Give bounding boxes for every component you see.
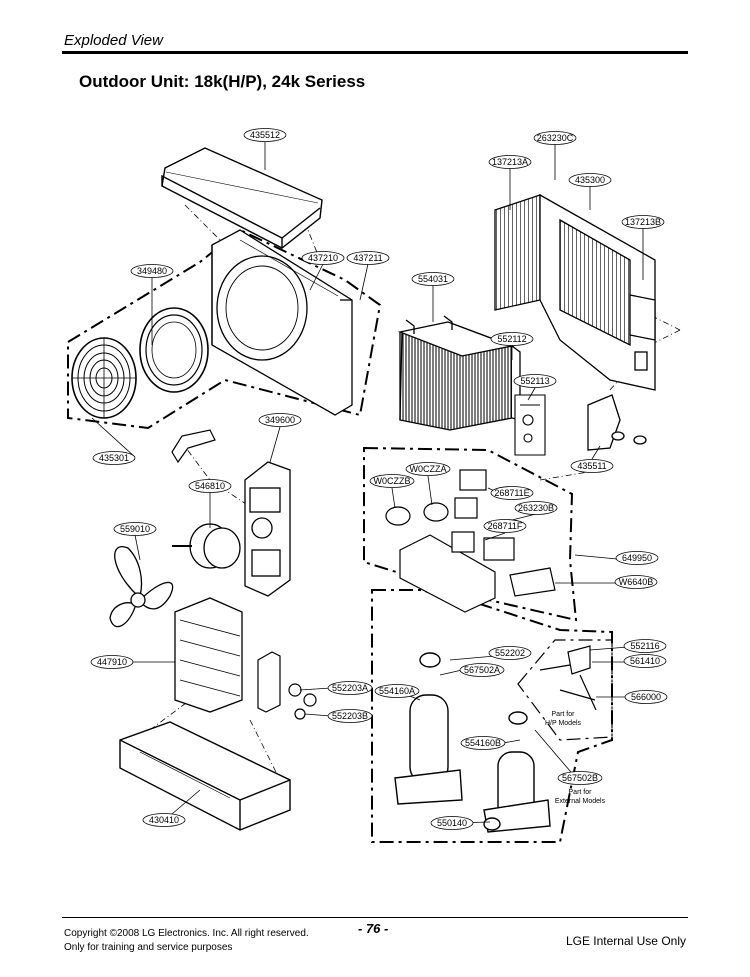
note-ext-line2: External Models: [555, 798, 606, 805]
page-title: Outdoor Unit: 18k(H/P), 24k Seriess: [79, 72, 366, 91]
group-boundaries: [67, 228, 613, 843]
diagram-notes: Part for H/P Models Part for External Mo…: [545, 711, 606, 805]
label-349600: 349600: [265, 415, 295, 425]
control-box: [385, 469, 556, 613]
label-263230B: 263230B: [518, 503, 554, 513]
compressor-a: [394, 652, 463, 805]
partition-plate: [174, 597, 243, 713]
copyright-line: Copyright ©2008 LG Electronics. Inc. All…: [64, 928, 309, 939]
label-552112: 552112: [497, 334, 526, 344]
top-cover: [161, 147, 323, 249]
front-panel: [211, 229, 353, 416]
reversing-valve: [539, 645, 597, 711]
label-567502B: 567502B: [562, 773, 598, 783]
label-567502A: 567502A: [464, 665, 500, 675]
label-435301: 435301: [99, 453, 129, 463]
service-valves: [257, 651, 317, 720]
note-ext-line1: Part for: [569, 789, 593, 796]
label-559010: 559010: [120, 524, 150, 534]
leader-lines: [91, 142, 644, 824]
label-430410: 430410: [149, 815, 179, 825]
note-hp-line2: H/P Models: [545, 720, 582, 727]
label-447910: 447910: [97, 657, 127, 667]
label-435511: 435511: [577, 461, 606, 471]
label-437211: 437211: [353, 253, 382, 263]
compressor-b: [483, 711, 551, 833]
condenser-coil: [397, 315, 521, 431]
coil-tubing: [514, 394, 546, 456]
label-550140: 550140: [437, 818, 467, 828]
label-546810: 546810: [195, 481, 225, 491]
internal-use-note: LGE Internal Use Only: [565, 934, 686, 948]
label-435512: 435512: [250, 130, 280, 140]
label-554031: 554031: [418, 274, 448, 284]
motor-mount: [244, 461, 291, 597]
fan-grille: [71, 337, 137, 419]
label-137213A: 137213A: [492, 157, 528, 167]
note-hp-line1: Part for: [552, 711, 576, 718]
part-labels: [90, 128, 668, 830]
label-554160A: 554160A: [379, 686, 415, 696]
label-437210: 437210: [308, 253, 338, 263]
label-W0CZZB: W0CZZB: [374, 476, 411, 486]
label-435300: 435300: [575, 175, 605, 185]
label-137213B: 137213B: [625, 217, 661, 227]
service-cover: [587, 394, 647, 451]
footer-copyright: Copyright ©2008 LG Electronics. Inc. All…: [64, 927, 309, 955]
fan-motor: [172, 523, 241, 569]
motor-mount-bracket: [171, 429, 216, 464]
header-rule: [62, 51, 688, 54]
label-268711E: 268711E: [494, 488, 529, 498]
section-header: Exploded View: [64, 32, 163, 49]
label-552113: 552113: [520, 376, 549, 386]
label-349480: 349480: [137, 266, 167, 276]
label-566000: 566000: [631, 692, 661, 702]
side-panel: [494, 193, 656, 391]
label-554160B: 554160B: [465, 738, 501, 748]
label-552202: 552202: [495, 648, 525, 658]
base-pan: [119, 721, 291, 831]
orifice-ring: [139, 307, 209, 393]
propeller-fan: [109, 546, 174, 628]
page-number: - 76 -: [358, 921, 389, 936]
label-552116: 552116: [630, 641, 659, 651]
label-268711F: 268711F: [488, 521, 523, 531]
label-W6640B: W6640B: [619, 577, 654, 587]
part-label-text: 435512 263230C 137213A 435300 137213B 34…: [97, 130, 661, 828]
label-552203A: 552203A: [332, 683, 368, 693]
label-561410: 561410: [630, 656, 660, 666]
label-263230C: 263230C: [537, 133, 574, 143]
label-W0CZZA: W0CZZA: [410, 464, 447, 474]
footer-rule: [62, 917, 688, 918]
training-line: Only for training and service purposes: [64, 942, 233, 953]
label-552203B: 552203B: [332, 711, 368, 721]
label-649950: 649950: [622, 553, 652, 563]
